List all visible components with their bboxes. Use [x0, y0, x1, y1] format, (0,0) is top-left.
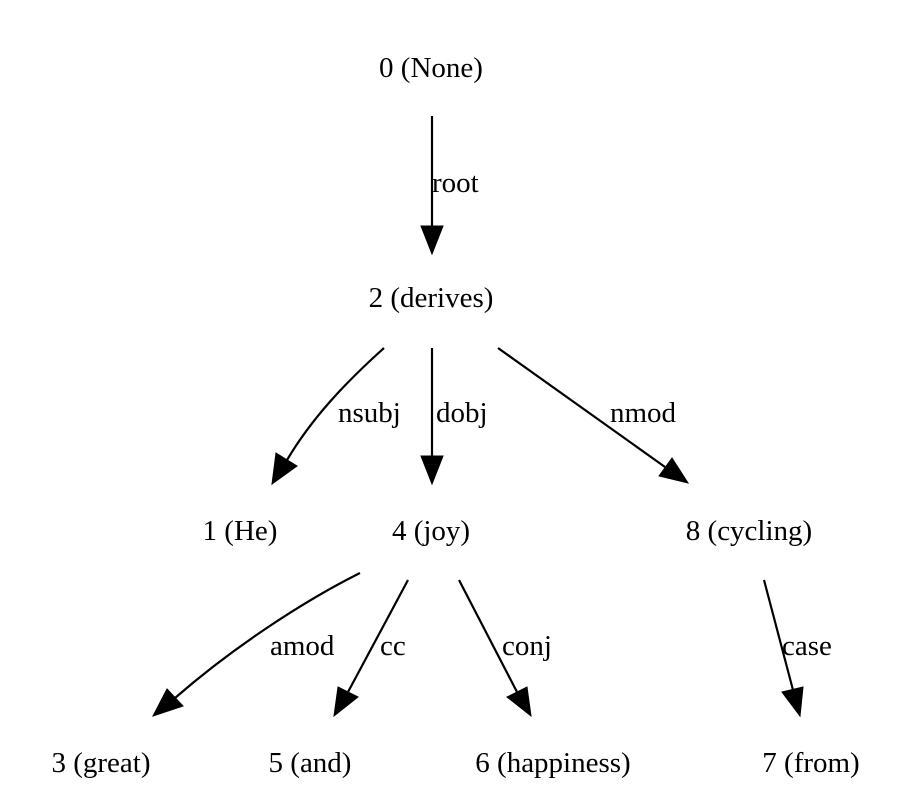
node-3-great: 3 (great)	[51, 747, 150, 779]
edge-label-dobj: dobj	[436, 397, 488, 429]
edge-cc: cc	[333, 579, 409, 718]
node-0-none: 0 (None)	[379, 52, 483, 84]
edge-label-conj: conj	[502, 630, 552, 662]
edge-conj: conj	[458, 579, 552, 718]
edge-root: root	[420, 116, 479, 256]
edge-label-amod: amod	[270, 630, 335, 662]
node-7-from: 7 (from)	[762, 747, 859, 779]
edge-dobj: dobj	[420, 348, 488, 486]
edge-label-case: case	[782, 630, 832, 662]
edge-label-nmod: nmod	[610, 397, 677, 429]
node-6-happiness: 6 (happiness)	[475, 747, 630, 779]
edge-amod: amod	[151, 572, 361, 717]
node-8-cycling: 8 (cycling)	[686, 515, 812, 547]
edge-nmod: nmod	[497, 347, 690, 484]
edge-label-cc: cc	[380, 630, 406, 662]
edge-label-root: root	[432, 167, 479, 199]
edge-case: case	[762, 579, 832, 718]
edge-nsubj: nsubj	[271, 347, 401, 486]
node-5-and: 5 (and)	[269, 747, 352, 779]
node-2-derives: 2 (derives)	[369, 282, 494, 314]
edge-label-nsubj: nsubj	[338, 397, 401, 429]
node-1-he: 1 (He)	[203, 515, 278, 547]
node-4-joy: 4 (joy)	[392, 515, 470, 547]
